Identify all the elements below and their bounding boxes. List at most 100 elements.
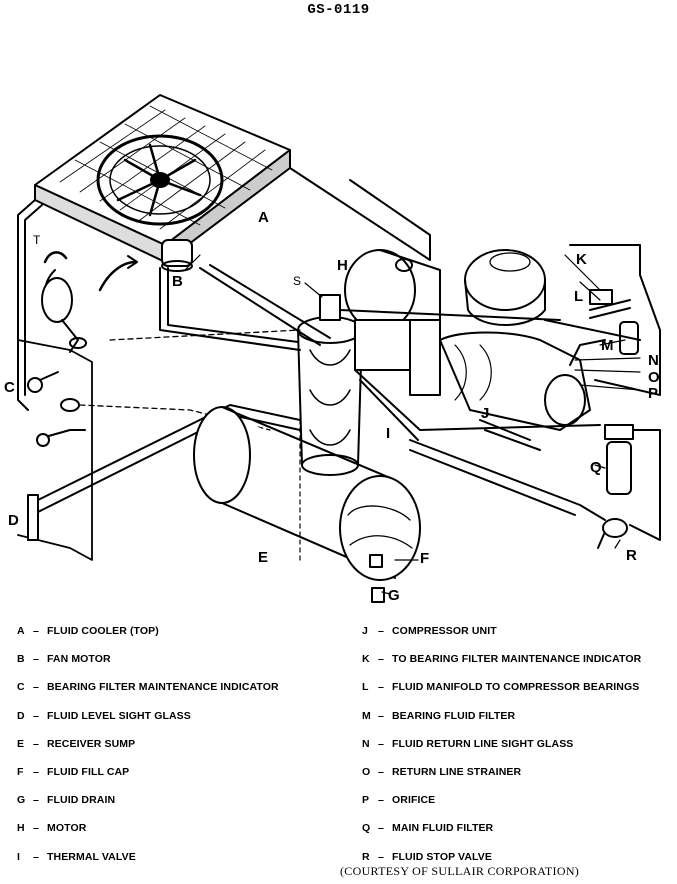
legend-dash: – bbox=[378, 822, 384, 835]
legend-dash: – bbox=[378, 765, 384, 778]
callout-e: E bbox=[258, 549, 268, 566]
legend-dash: – bbox=[378, 681, 384, 694]
callout-c: C bbox=[4, 379, 15, 396]
callout-i: I bbox=[386, 425, 390, 442]
legend-dash: – bbox=[33, 765, 39, 778]
legend-label: RETURN LINE STRAINER bbox=[392, 765, 522, 778]
legend-label: FLUID RETURN LINE SIGHT GLASS bbox=[392, 737, 574, 750]
legend-label: COMPRESSOR UNIT bbox=[392, 625, 497, 637]
legend-item: K–TO BEARING FILTER MAINTENANCE INDICATO… bbox=[362, 645, 677, 673]
legend-label: THERMAL VALVE bbox=[47, 850, 136, 863]
legend-dash: – bbox=[33, 822, 39, 835]
receiver-sump bbox=[193, 406, 421, 603]
legend-key: G bbox=[17, 794, 26, 807]
legend-dash: – bbox=[33, 850, 39, 863]
legend-dash: – bbox=[378, 625, 384, 637]
legend-label: FLUID MANIFOLD TO COMPRESSOR BEARINGS bbox=[392, 681, 640, 694]
callout-r: R bbox=[626, 547, 637, 564]
callout-a: A bbox=[258, 209, 269, 226]
callout-o: O bbox=[648, 369, 660, 386]
legend-label: FLUID LEVEL SIGHT GLASS bbox=[47, 709, 191, 722]
legend-key: A bbox=[17, 625, 25, 637]
callout-h: H bbox=[337, 257, 348, 274]
legend-dash: – bbox=[33, 681, 39, 694]
fan-motor bbox=[161, 239, 193, 272]
legend-dash: – bbox=[33, 794, 39, 807]
legend-dash: – bbox=[378, 653, 384, 666]
legend-item: M–BEARING FLUID FILTER bbox=[362, 702, 677, 730]
legend-key: I bbox=[17, 850, 21, 863]
legend-label: FAN MOTOR bbox=[47, 653, 111, 666]
legend-dash: – bbox=[33, 737, 39, 750]
legend-dash: – bbox=[378, 850, 384, 863]
legend-item: A–FLUID COOLER (TOP) bbox=[17, 617, 347, 645]
legend-item: R–FLUID STOP VALVE bbox=[362, 843, 677, 871]
legend-key: J bbox=[362, 625, 368, 637]
legend-label: RECEIVER SUMP bbox=[47, 737, 136, 750]
legend-key: M bbox=[362, 709, 371, 722]
main-piping bbox=[109, 167, 641, 451]
legend-item: B–FAN MOTOR bbox=[17, 645, 347, 673]
legend-item: N–FLUID RETURN LINE SIGHT GLASS bbox=[362, 730, 677, 758]
legend-key: P bbox=[362, 794, 370, 807]
legend-label: BEARING FLUID FILTER bbox=[392, 709, 516, 722]
bearing-filter-assembly bbox=[569, 244, 661, 396]
legend-item: C–BEARING FILTER MAINTENANCE INDICATOR bbox=[17, 673, 347, 701]
compressor-system-diagram: A B C D E F G H I J K L M N O P Q R S T bbox=[4, 94, 661, 604]
callout-j: J bbox=[481, 405, 489, 422]
legend-key: L bbox=[362, 681, 369, 694]
callout-s: S bbox=[293, 274, 301, 288]
legend-label: FLUID STOP VALVE bbox=[392, 850, 493, 863]
callout-t: T bbox=[33, 233, 41, 247]
legend-key: B bbox=[17, 653, 25, 666]
callout-d: D bbox=[8, 512, 19, 529]
legend-dash: – bbox=[33, 625, 39, 637]
legend-item: J–COMPRESSOR UNIT bbox=[362, 617, 677, 645]
legend-dash: – bbox=[378, 737, 384, 750]
callout-m: M bbox=[601, 337, 614, 354]
callout-g: G bbox=[388, 587, 400, 604]
courtesy-credit: (COURTESY OF SULLAIR CORPORATION) bbox=[340, 864, 580, 878]
callout-k: K bbox=[576, 251, 587, 268]
legend-key: D bbox=[17, 709, 25, 722]
callout-n: N bbox=[648, 352, 659, 369]
callout-p: P bbox=[648, 385, 658, 402]
legend-label: BEARING FILTER MAINTENANCE INDICATOR bbox=[47, 681, 279, 694]
legend-item: H–MOTOR bbox=[17, 814, 347, 842]
legend-label: FLUID DRAIN bbox=[47, 794, 116, 807]
legend-dash: – bbox=[378, 709, 384, 722]
legend-item: P–ORIFICE bbox=[362, 786, 677, 814]
legend-dash: – bbox=[33, 653, 39, 666]
callout-q: Q bbox=[590, 459, 602, 476]
legend-item: E–RECEIVER SUMP bbox=[17, 730, 347, 758]
legend-dash: – bbox=[33, 709, 39, 722]
legend-key: Q bbox=[362, 822, 371, 835]
legend-item: G–FLUID DRAIN bbox=[17, 786, 347, 814]
left-piping bbox=[17, 199, 138, 411]
side-panel bbox=[17, 339, 93, 561]
legend-key: R bbox=[362, 850, 370, 863]
legend-item: Q–MAIN FLUID FILTER bbox=[362, 814, 677, 842]
legend-label: FLUID FILL CAP bbox=[47, 765, 130, 778]
legend-key: E bbox=[17, 737, 25, 750]
legend-key: K bbox=[362, 653, 370, 666]
legend-item: F–FLUID FILL CAP bbox=[17, 758, 347, 786]
legend-dash: – bbox=[378, 794, 384, 807]
legend-left-column: A–FLUID COOLER (TOP) B–FAN MOTOR C–BEARI… bbox=[17, 617, 347, 871]
legend-label: MAIN FLUID FILTER bbox=[392, 822, 494, 835]
motor bbox=[344, 249, 441, 371]
callout-b: B bbox=[172, 273, 183, 290]
legend-item: I–THERMAL VALVE bbox=[17, 843, 347, 871]
legend-label: FLUID COOLER (TOP) bbox=[47, 625, 159, 637]
compressor-unit bbox=[409, 249, 591, 431]
callout-l: L bbox=[574, 288, 583, 305]
fluid-cooler bbox=[34, 94, 291, 263]
legend-item: O–RETURN LINE STRAINER bbox=[362, 758, 677, 786]
legend-item: D–FLUID LEVEL SIGHT GLASS bbox=[17, 702, 347, 730]
callout-f: F bbox=[420, 550, 429, 567]
leader-lines bbox=[184, 254, 641, 595]
legend-key: N bbox=[362, 737, 370, 750]
legend-key: C bbox=[17, 681, 25, 694]
legend-item: L–FLUID MANIFOLD TO COMPRESSOR BEARINGS bbox=[362, 673, 677, 701]
legend-label: MOTOR bbox=[47, 822, 87, 835]
